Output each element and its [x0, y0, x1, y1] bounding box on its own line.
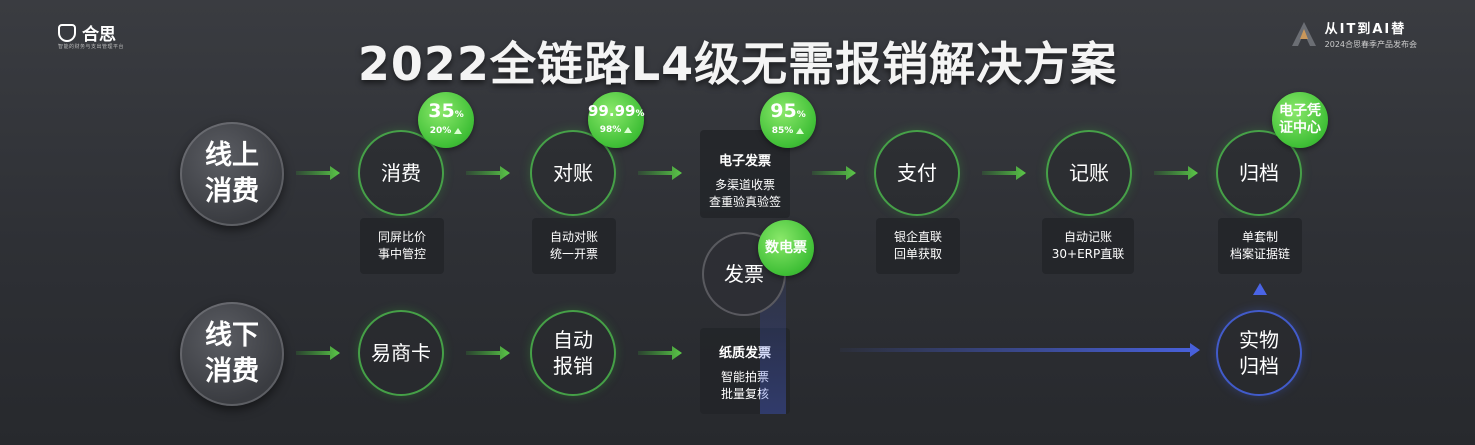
einvoice-title: 电子发票 — [718, 154, 771, 169]
paper-invoice-box: 纸质发票 智能拍票 批量复核 — [700, 328, 790, 414]
arrow-icon — [466, 166, 510, 180]
step-physical-archive: 实物 归档 — [1216, 310, 1302, 396]
desc-line: 同屏比价 — [377, 230, 426, 244]
step-bookkeeping: 记账 — [1046, 130, 1132, 216]
step-physical-archive-line: 归档 — [1239, 354, 1279, 378]
einvoice-line: 查重验真验签 — [708, 195, 781, 209]
step-consume-label: 消费 — [381, 161, 421, 185]
step-physical-archive-line: 实物 — [1239, 328, 1279, 352]
badge-value: 95 — [770, 100, 797, 122]
arrow-icon — [812, 166, 856, 180]
offline-label-line2: 消费 — [205, 356, 259, 387]
up-arrow-icon — [454, 127, 463, 134]
arrow-icon — [638, 346, 682, 360]
badge-value: 35 — [428, 100, 455, 122]
desc-line: 档案证据链 — [1229, 247, 1290, 261]
step-archive-desc: 单套制 档案证据链 — [1218, 218, 1302, 274]
badge-sub-value: 85% — [771, 126, 794, 136]
desc-line: 统一开票 — [549, 247, 598, 261]
badge-digital-invoice: 数电票 — [758, 220, 814, 276]
badge-value: 99.99 — [588, 102, 636, 120]
desc-line: 自动对账 — [549, 230, 598, 244]
up-arrow-icon — [1253, 283, 1267, 295]
invoice-circle-label: 发票 — [724, 262, 764, 286]
step-consume: 消费 — [358, 130, 444, 216]
step-reconcile-label: 对账 — [553, 161, 593, 185]
arrow-icon — [296, 346, 340, 360]
online-label-line2: 消费 — [205, 176, 259, 207]
step-ease-card-label: 易商卡 — [371, 341, 431, 365]
desc-line: 银企直联 — [893, 230, 942, 244]
badge-voucher-center: 电子凭 证中心 — [1272, 92, 1328, 148]
step-consume-desc: 同屏比价 事中管控 — [360, 218, 444, 274]
desc-line: 回单获取 — [893, 247, 942, 261]
badge-voucher-line: 证中心 — [1279, 120, 1321, 136]
arrow-icon — [982, 166, 1026, 180]
badge-voucher-line: 电子凭 — [1279, 103, 1321, 119]
step-reconcile-desc: 自动对账 统一开票 — [532, 218, 616, 274]
badge-unit: % — [796, 110, 806, 120]
online-label-line1: 线上 — [205, 140, 259, 171]
step-pay: 支付 — [874, 130, 960, 216]
badge-unit: % — [635, 109, 645, 119]
arrow-icon — [638, 166, 682, 180]
event-subtitle: 2024合思春季产品发布会 — [1324, 40, 1417, 49]
step-archive: 归档 — [1216, 130, 1302, 216]
badge-reconcile-rate: 99.99% 98% — [588, 92, 644, 148]
step-auto-reimburse-line: 自动 — [553, 328, 593, 352]
arrow-icon — [466, 346, 510, 360]
paper-invoice-title: 纸质发票 — [718, 346, 771, 361]
desc-line: 30+ERP直联 — [1051, 247, 1125, 261]
step-ease-card: 易商卡 — [358, 310, 444, 396]
einvoice-line: 多渠道收票 — [714, 178, 775, 192]
page-title: 2022全链路L4级无需报销解决方案 — [357, 37, 1118, 91]
step-bookkeeping-desc: 自动记账 30+ERP直联 — [1042, 218, 1134, 274]
event-title: 从IT到AI替 — [1324, 22, 1407, 37]
arrow-icon — [1154, 166, 1198, 180]
step-pay-label: 支付 — [897, 161, 937, 185]
badge-unit: % — [454, 110, 464, 120]
step-bookkeeping-label: 记账 — [1069, 161, 1109, 185]
offline-consumption-label: 线下 消费 — [180, 302, 284, 406]
badge-consume-rate: 35% 20% — [418, 92, 474, 148]
badge-digital-label: 数电票 — [765, 239, 807, 256]
desc-line: 自动记账 — [1063, 230, 1112, 244]
paper-invoice-line: 智能拍票 — [720, 370, 769, 384]
up-arrow-icon — [624, 126, 633, 133]
event-logo-icon — [1291, 22, 1316, 46]
desc-line: 单套制 — [1241, 230, 1278, 244]
blue-flow-arrow-icon — [840, 343, 1200, 357]
logo-tagline: 智能的财务与支出管理平台 — [58, 44, 125, 50]
badge-sub-value: 98% — [599, 125, 622, 135]
step-auto-reimburse: 自动 报销 — [530, 310, 616, 396]
event-brand: 从IT到AI替 2024合思春季产品发布会 — [1291, 18, 1417, 50]
badge-einvoice-rate: 95% 85% — [760, 92, 816, 148]
step-pay-desc: 银企直联 回单获取 — [876, 218, 960, 274]
online-consumption-label: 线上 消费 — [180, 122, 284, 226]
step-auto-reimburse-line: 报销 — [553, 354, 593, 378]
desc-line: 事中管控 — [377, 247, 426, 261]
offline-label-line1: 线下 — [205, 320, 259, 351]
logo: 合思 — [58, 20, 116, 45]
logo-icon — [58, 23, 76, 42]
up-arrow-icon — [796, 127, 805, 134]
step-archive-label: 归档 — [1239, 161, 1279, 185]
paper-invoice-line: 批量复核 — [720, 387, 769, 401]
arrow-icon — [296, 166, 340, 180]
badge-sub-value: 20% — [429, 126, 452, 136]
logo-name: 合思 — [82, 25, 116, 45]
